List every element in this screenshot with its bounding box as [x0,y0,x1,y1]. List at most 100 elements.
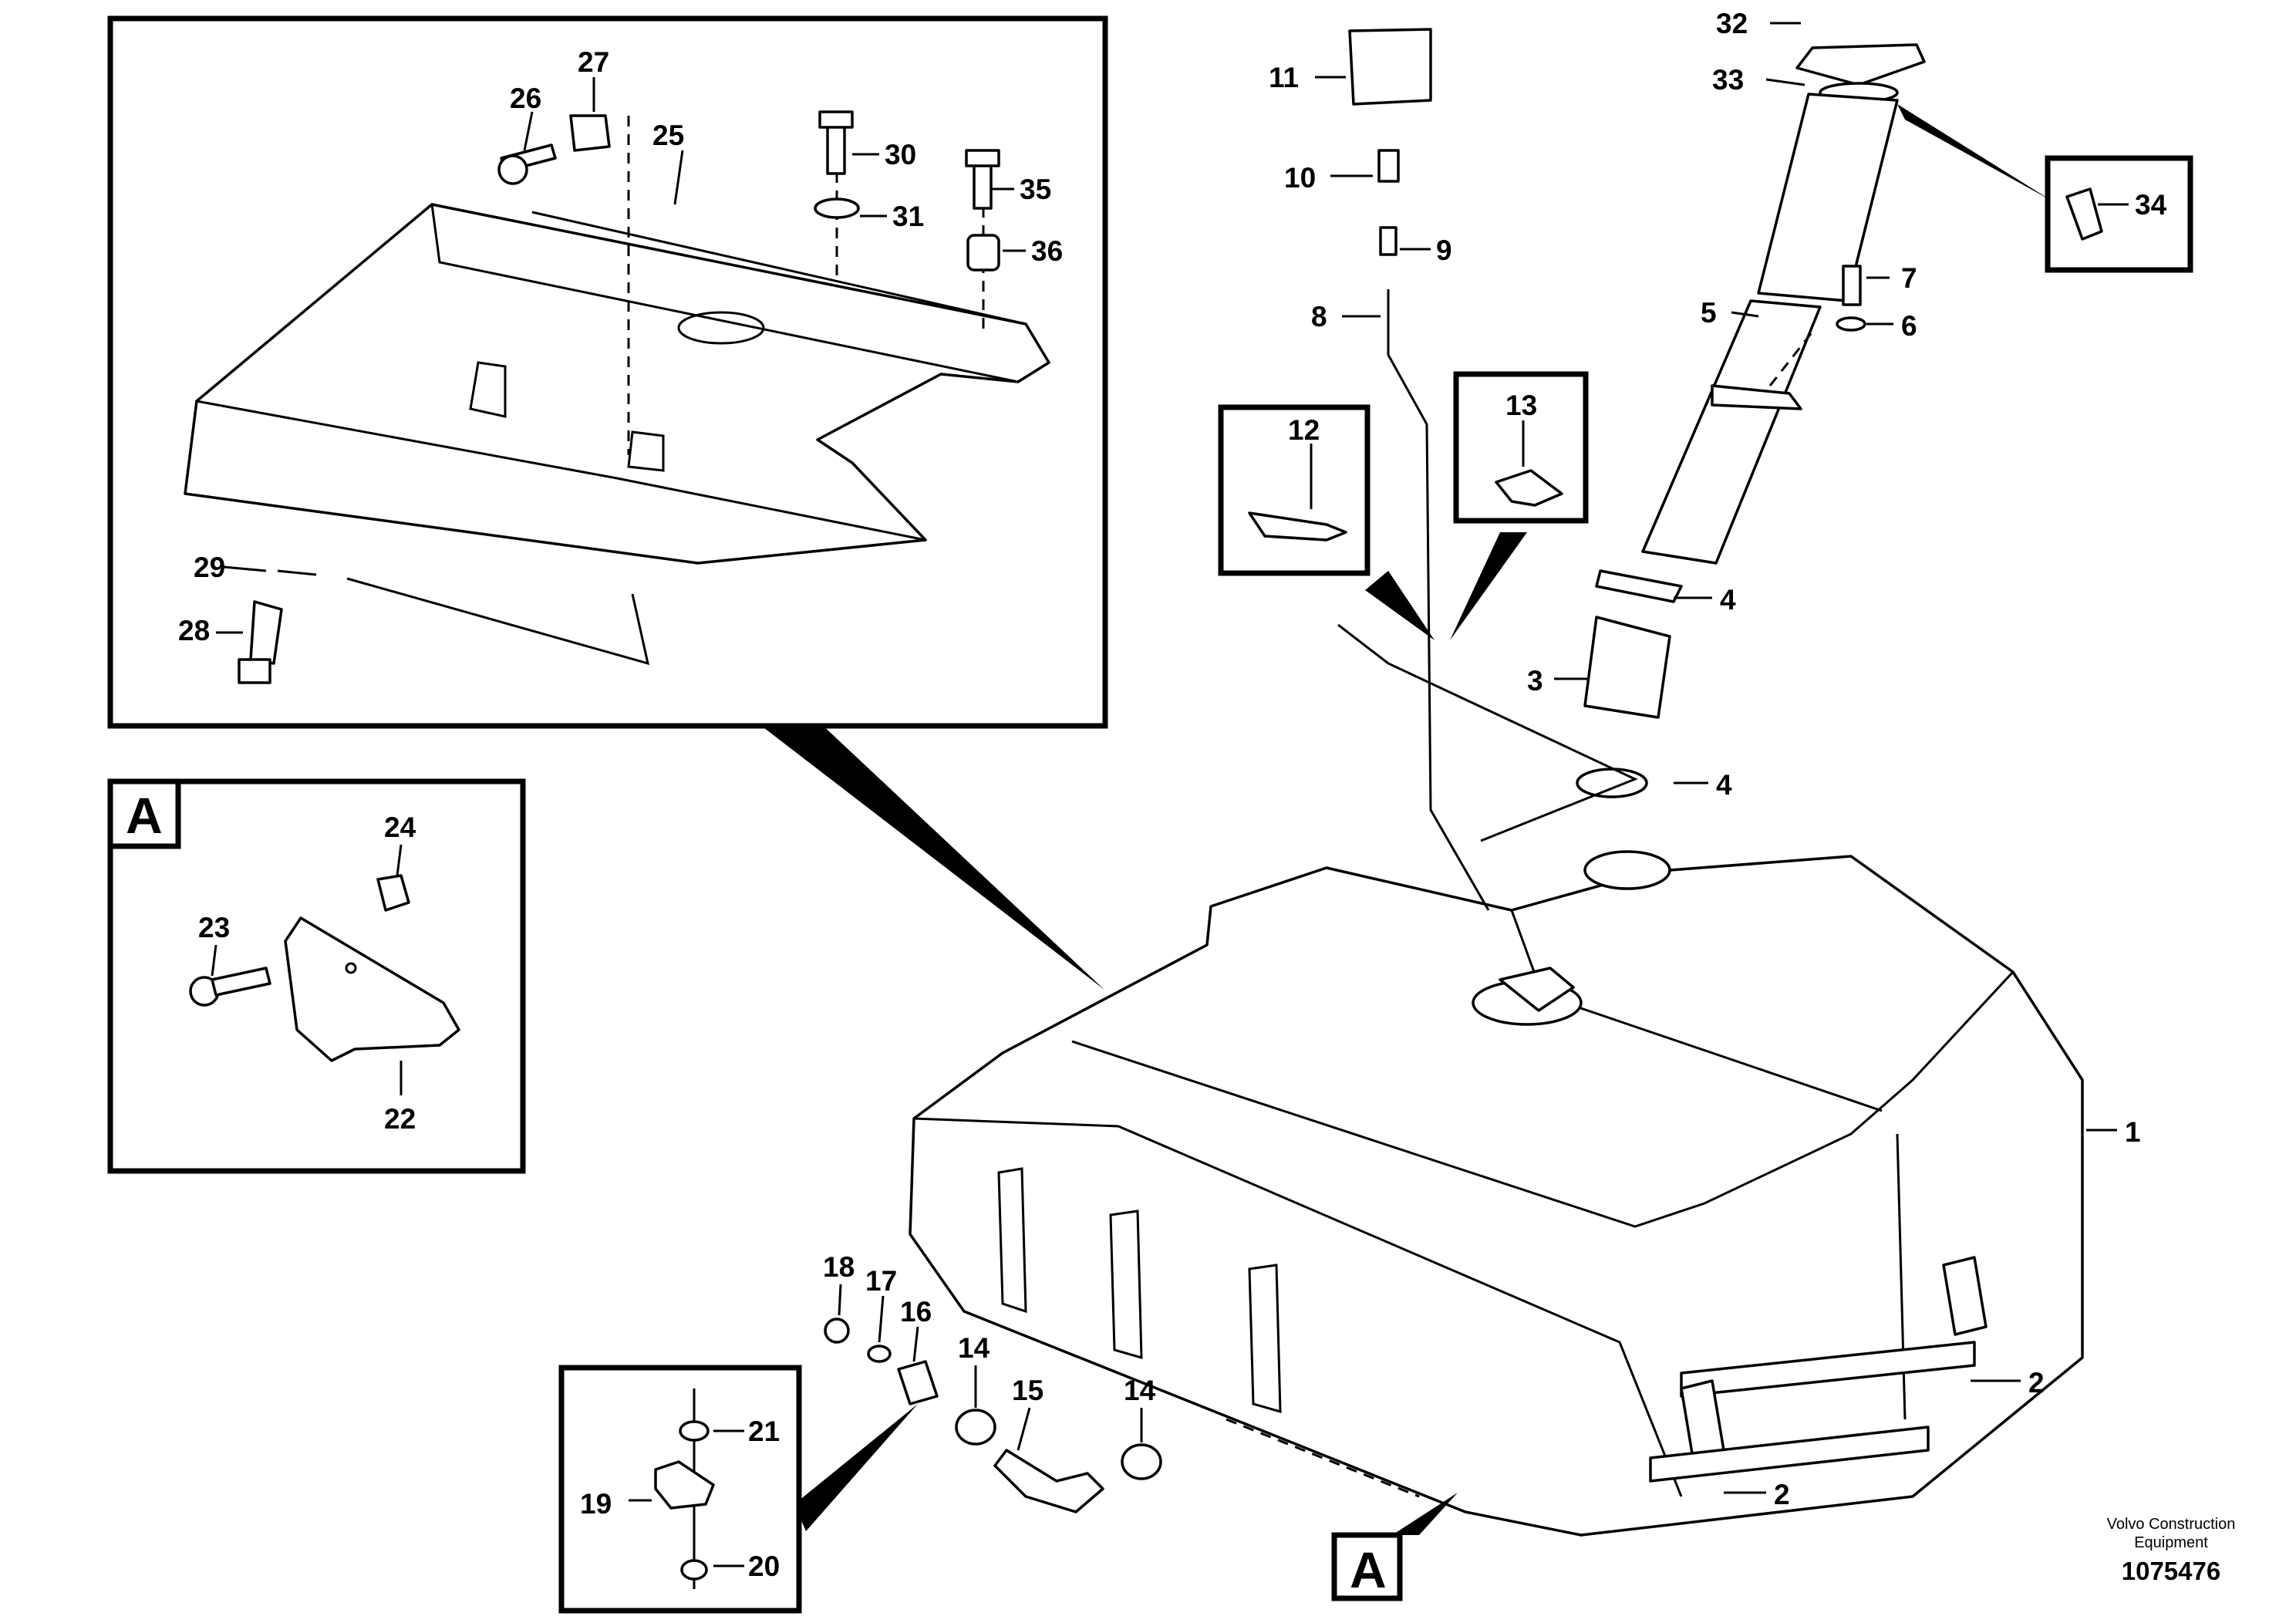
filler-cap-32 [1795,43,1926,86]
detail-box-a [107,778,526,1174]
drain-assembly [824,1284,1162,1513]
protective-plate [184,203,1050,565]
washer-31 [814,197,860,219]
strap-latch [1942,1256,1988,1336]
strap-2 [1649,1426,1930,1483]
callout-21: 21 [748,1415,780,1447]
callout-9: 9 [1436,235,1452,266]
detail-box-13 [1450,371,1589,640]
screw-head-26 [497,154,528,185]
callout-2: 2 [1774,1479,1790,1510]
callout-20: 20 [748,1550,780,1582]
box12-frame [1218,404,1371,576]
clip-19 [654,1460,715,1510]
screw-34 [2065,187,2103,241]
breather-11 [1348,28,1432,106]
screw-28 [249,600,283,665]
callout-19: 19 [580,1488,612,1520]
a-box-letter-frame [107,778,181,849]
screw-21 [679,1420,710,1442]
box34-frame [2045,155,2193,273]
callout-27: 27 [578,46,609,78]
fuel-tank [909,850,2117,1537]
callout-4: 4 [1716,769,1732,801]
hose-3 [1583,616,1671,719]
callout-a-letter: A [1350,1541,1387,1598]
plug-18 [824,1318,850,1344]
callout-5: 5 [1701,297,1717,329]
callout-15: 15 [1012,1375,1043,1406]
callout-14: 14 [958,1332,990,1364]
clamp-4 [1595,569,1683,603]
plate-bracket [627,430,665,472]
callout-18: 18 [823,1251,855,1283]
callout-8: 8 [1311,301,1327,332]
filler-neck [1583,850,1671,890]
detail-box-plate [107,15,1108,990]
callout-17: 17 [865,1265,897,1297]
seal-17 [867,1345,892,1363]
plate-bracket [469,361,507,418]
callout-3: 3 [1527,665,1543,697]
callout-13: 13 [1505,390,1537,421]
screw-20 [680,1559,708,1581]
callout-36: 36 [1031,235,1063,267]
callout-12: 12 [1288,414,1320,446]
callout-11: 11 [1269,62,1299,93]
box13-pointer [1450,532,1527,640]
plate-box-pointer [740,710,1104,990]
callout-labels: 1 2 2 3 4 4 5 6 7 8 9 10 11 12 13 14 14 … [178,8,2167,1582]
filler-assembly [1554,22,1926,798]
callout-a [1331,1493,1458,1601]
breather-assembly [1315,28,1638,911]
callout-29: 29 [194,552,225,583]
filler-tube-5 [1641,299,1822,565]
callout-24: 24 [384,812,416,843]
spacer-36 [966,234,1000,272]
callout-4: 4 [1720,584,1736,616]
callout-32: 32 [1716,8,1748,39]
detail-box-clip [558,1365,918,1614]
adapter-10 [1377,149,1400,183]
cover-plate-22 [284,916,460,1062]
callout-7: 7 [1901,262,1917,294]
callout-2: 2 [2028,1367,2045,1399]
callout-a-pointer [1392,1493,1458,1535]
spacer-27 [569,114,611,152]
strainer-33 [1757,93,1899,302]
screw-head-28 [238,658,271,684]
tube-bracket [1711,384,1802,410]
level-sender [1499,967,1575,1012]
callout-25: 25 [652,120,684,151]
box12-pointer [1365,571,1435,640]
cable-tie-12 [1248,511,1347,542]
clamp-14 [955,1409,996,1446]
callout-16: 16 [900,1296,932,1328]
callout-26: 26 [510,83,541,114]
callout-14: 14 [1124,1375,1156,1406]
callout-28: 28 [178,615,210,646]
callout-a-frame [1331,1532,1403,1601]
clip-13 [1495,469,1563,507]
hose-15 [993,1449,1104,1513]
callout-6: 6 [1901,310,1917,342]
box34-pointer [1897,104,2052,201]
callout-35: 35 [1020,174,1051,205]
callout-23: 23 [198,912,230,943]
callout-1: 1 [2125,1116,2141,1148]
callout-31: 31 [892,201,924,232]
detail-box-a-letter: A [126,787,163,844]
washer-6 [1836,316,1866,332]
adapter-9 [1379,226,1397,256]
callout-10: 10 [1284,162,1316,194]
screw-23 [211,967,271,997]
valve-16 [897,1360,939,1405]
callout-34: 34 [2135,189,2167,221]
clamp-4 [1576,768,1648,798]
detail-box-12 [1218,404,1435,640]
callout-30: 30 [885,139,916,170]
callout-33: 33 [1712,64,1744,96]
screw-7 [1842,265,1862,306]
brand-line-1: Volvo Construction [2107,1516,2236,1533]
